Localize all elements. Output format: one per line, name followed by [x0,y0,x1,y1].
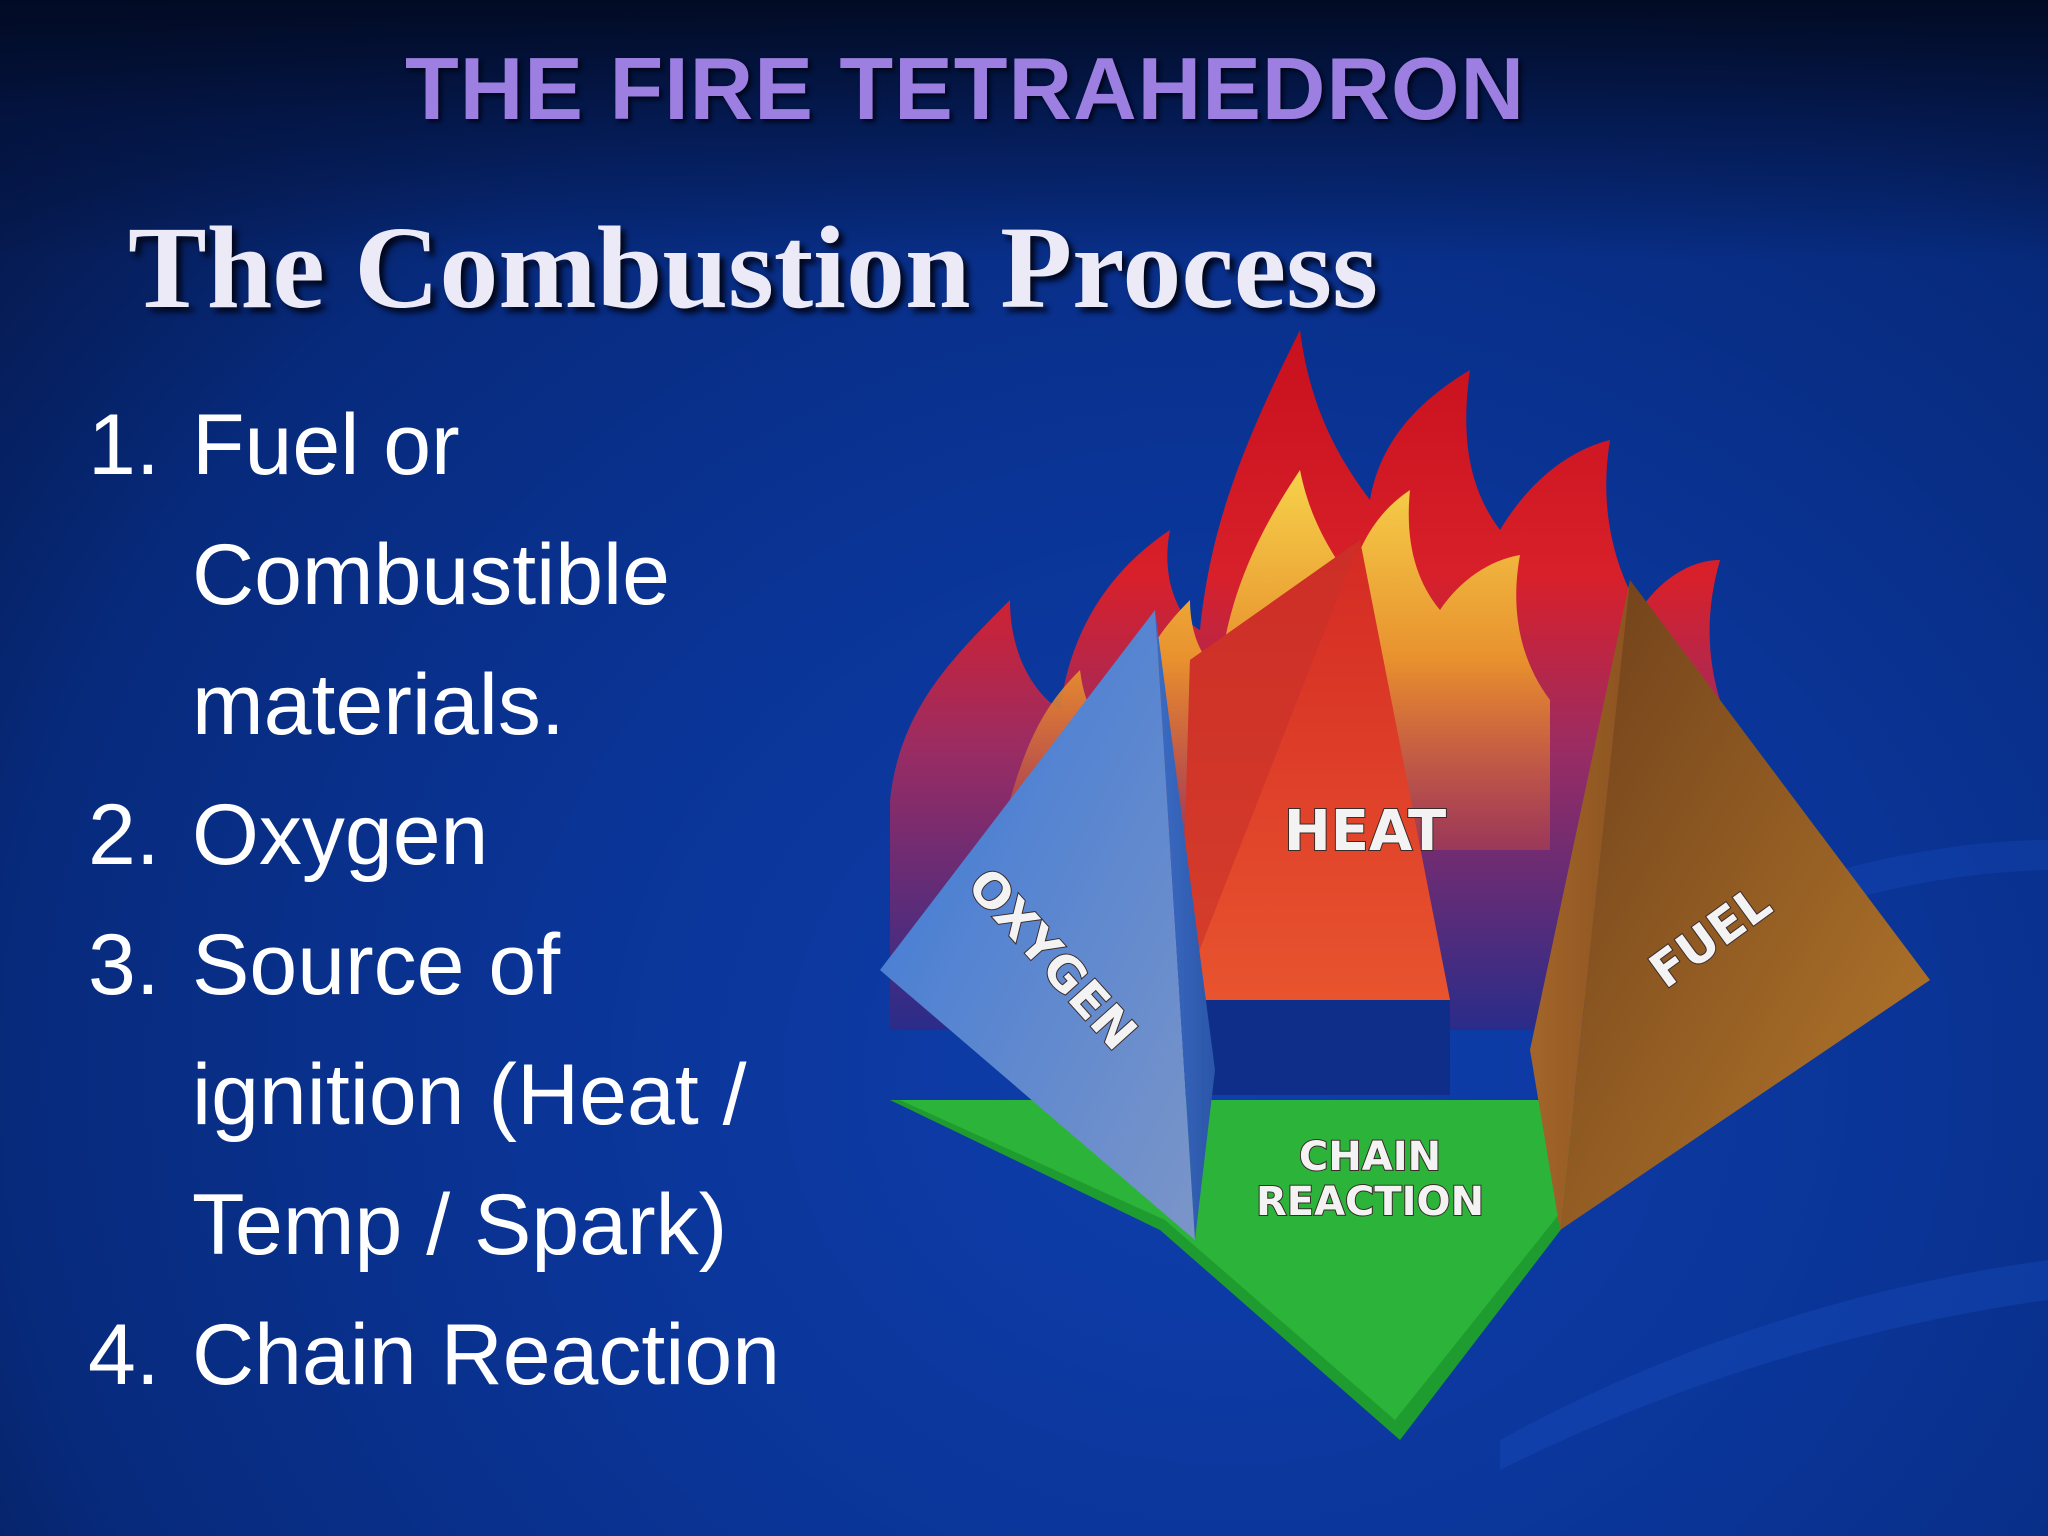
top-gradient-band [0,0,2048,260]
heat-face-left [1180,540,1360,1000]
list-line: materials. [192,657,565,753]
list-number: 2. [88,787,160,883]
heat-gap-band [1180,1000,1450,1095]
chain-reaction-top [900,1100,1650,1420]
list-line: Temp / Spark) [192,1177,728,1273]
list-line: Chain Reaction [192,1307,781,1403]
list-number: 3. [88,917,160,1013]
list-item-fuel: 1. Fuel or Combustible materials. [88,380,848,770]
list-number: 1. [88,397,160,493]
combustion-list: 1. Fuel or Combustible materials. 2. Oxy… [88,380,848,1420]
list-item-ignition: 3. Source of ignition (Heat / Temp / Spa… [88,900,848,1290]
oxygen-side [1155,610,1215,1240]
chain-label-line2: REACTION [1256,1179,1484,1225]
section-header: THE FIRE TETRAHEDRON [405,39,1525,138]
list-line: Source of [192,917,561,1013]
slide-title: The Combustion Process [128,202,1379,333]
list-line: Oxygen [192,787,489,883]
list-item-chain-reaction: 4. Chain Reaction [88,1290,848,1420]
list-line: ignition (Heat / [192,1047,747,1143]
list-line: Combustible [192,527,670,623]
fuel-side [1530,580,1630,1230]
list-item-oxygen: 2. Oxygen [88,770,848,900]
chain-label-line1: CHAIN [1299,1134,1441,1180]
list-line: Fuel or [192,397,460,493]
oxygen-face [880,610,1195,1240]
fire-tetrahedron-diagram: HEAT OXYGEN FUEL CHAIN REACTION [880,330,1930,1440]
heat-label: HEAT [1284,799,1446,864]
list-number: 4. [88,1307,160,1403]
fuel-face [1560,580,1930,1230]
